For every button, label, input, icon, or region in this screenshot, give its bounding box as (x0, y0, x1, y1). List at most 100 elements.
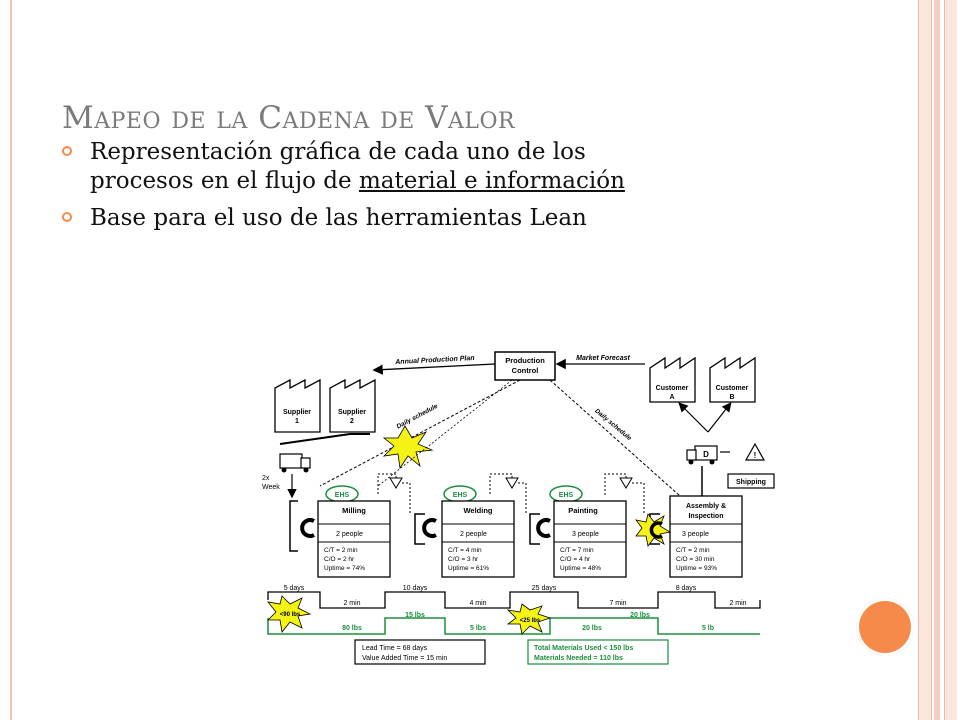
bullet-ring-icon (62, 146, 72, 156)
inventory-top: 15 lbs (405, 612, 425, 619)
process-name-1: Assembly & (686, 503, 726, 510)
inventory-bottom: 5 lb (702, 625, 714, 632)
process-uptime: Uptime = 74% (324, 565, 365, 572)
summary-left-box (354, 639, 486, 665)
shipping-label: Shipping (736, 479, 766, 486)
value-stream-map-diagram: Production Control Annual Production Pla… (262, 351, 775, 665)
inventory-timeline: 15 lbs 20 lbs 80 lbs 5 lbs 20 lbs 5 lb (267, 612, 760, 635)
daily-schedule-left-line (319, 379, 521, 487)
market-forecast-label: Market Forecast (576, 355, 630, 362)
truck-left-icon (279, 453, 311, 473)
ehs-label: EHS (559, 492, 574, 499)
timeline-time: 7 min (609, 600, 626, 607)
pull-circle-icon (422, 518, 437, 538)
daily-schedule-left-label: Daily schedule (396, 403, 440, 431)
process-people: 2 people (336, 531, 363, 538)
summary-left-line1: Lead Time = 68 days (362, 645, 428, 652)
pull-circle-icon (300, 518, 315, 538)
annual-plan-arrow (372, 363, 496, 375)
process-welding: EHS Welding 2 people C/T = 4 min C/O = 3… (441, 485, 515, 578)
kaizen-burst-icon (506, 603, 552, 635)
pull-circle-icon (536, 518, 551, 538)
truck-left-label-1: 2x (262, 475, 270, 482)
customer-b-label-1: Customer (716, 385, 749, 392)
bullet-ring-icon (62, 212, 72, 222)
bullet-list: Representación gráfica de cada uno de lo… (62, 138, 882, 241)
process-uptime: Uptime = 93% (676, 565, 717, 572)
supplier-2-factory-icon: Supplier 2 (329, 378, 376, 433)
process-name-2: Inspection (688, 513, 723, 520)
summary-right-line1: Total Materials Used < 150 lbs (534, 645, 633, 652)
summary-left-line2: Value Added Time = 15 min (362, 655, 447, 662)
customer-a-label-2: A (669, 394, 674, 401)
bullet-item: Representación gráfica de cada uno de lo… (62, 138, 882, 196)
customer-b-factory-icon: Customer B (709, 356, 756, 403)
ehs-label: EHS (453, 492, 468, 499)
left-border-decoration (0, 0, 12, 720)
process-co: C/O = 4 hr (560, 556, 591, 563)
process-co: C/O = 3 hr (448, 556, 479, 563)
control-label-2: Control (512, 366, 539, 375)
bullet-1-underlined: material e información (358, 168, 625, 194)
supplier-2-label-2: 2 (350, 418, 354, 425)
kaizen-burst-label: <25 lbs (520, 618, 541, 624)
truck-right-label: D (703, 450, 709, 459)
process-name: Painting (568, 506, 598, 515)
customer-a-label-1: Customer (656, 385, 689, 392)
process-co: C/O = 30 min (676, 556, 715, 563)
process-co: C/O = 2 hr (324, 556, 355, 563)
customer-b-label-2: B (729, 394, 734, 401)
summary-right-line2: Materials Needed = 110 lbs (534, 655, 623, 662)
timeline-days: 25 days (532, 585, 557, 592)
bullet-1-line1: Representación gráfica de cada uno de lo… (90, 139, 586, 165)
process-assembly: Assembly & Inspection 3 people C/T = 2 m… (669, 495, 743, 578)
process-milling: EHS Milling 2 people C/T = 2 min C/O = 2… (317, 485, 391, 578)
process-uptime: Uptime = 48% (560, 565, 601, 572)
timeline-days: 10 days (403, 585, 428, 592)
slide-title: Mapeo de la Cadena de Valor (62, 100, 516, 136)
kaizen-burst-icon (635, 513, 672, 547)
supplier-2-label-1: Supplier (338, 409, 366, 416)
process-name: Welding (463, 506, 492, 515)
process-ct: C/T = 2 min (324, 547, 358, 554)
process-people: 3 people (682, 531, 709, 538)
customer-a-factory-icon: Customer A (649, 356, 696, 403)
production-control-box: Production Control (494, 351, 556, 381)
inventory-bottom: 5 lbs (470, 625, 486, 632)
bullet-1-line2: procesos en el flujo de (90, 168, 359, 194)
timeline: 5 days 10 days 25 days 8 days 2 min 4 mi… (267, 585, 761, 609)
summary-right-box (527, 639, 669, 665)
process-ct: C/T = 2 min (676, 547, 710, 554)
timeline-time: 2 min (343, 600, 360, 607)
kaizen-burst-icon (267, 595, 312, 633)
inventory-bottom: 80 lbs (342, 625, 362, 632)
timeline-time: 2 min (729, 600, 746, 607)
truck-left-label-2: Week (262, 484, 280, 491)
supplier-1-label-2: 1 (295, 418, 299, 425)
daily-schedule-right-line (549, 379, 681, 497)
annual-plan-label: Annual Production Plan (394, 355, 475, 366)
process-uptime: Uptime = 61% (448, 565, 489, 572)
process-ct: C/T = 7 min (560, 547, 594, 554)
control-label-1: Production (505, 356, 545, 365)
process-people: 2 people (460, 531, 487, 538)
process-name: Milling (342, 506, 366, 515)
supplier-1-factory-icon: Supplier 1 (274, 378, 321, 433)
bullet-item: Base para el uso de las herramientas Lea… (62, 204, 882, 233)
process-painting: EHS Painting 3 people C/T = 7 min C/O = … (549, 485, 627, 578)
kaizen-burst-icon (382, 425, 434, 470)
process-people: 3 people (572, 531, 599, 538)
right-border-decoration (918, 0, 960, 720)
timeline-days: 5 days (284, 585, 305, 592)
process-ct: C/T = 4 min (448, 547, 482, 554)
inventory-bottom: 20 lbs (582, 625, 602, 632)
inventory-top: 20 lbs (630, 612, 650, 619)
supplier-1-label-1: Supplier (283, 409, 311, 416)
warning-icon (744, 442, 766, 461)
truck-right-icon: D (686, 445, 718, 465)
timeline-days: 8 days (676, 585, 697, 592)
orange-circle-decoration (856, 598, 914, 656)
shipping-box (727, 473, 775, 489)
timeline-time: 4 min (469, 600, 486, 607)
